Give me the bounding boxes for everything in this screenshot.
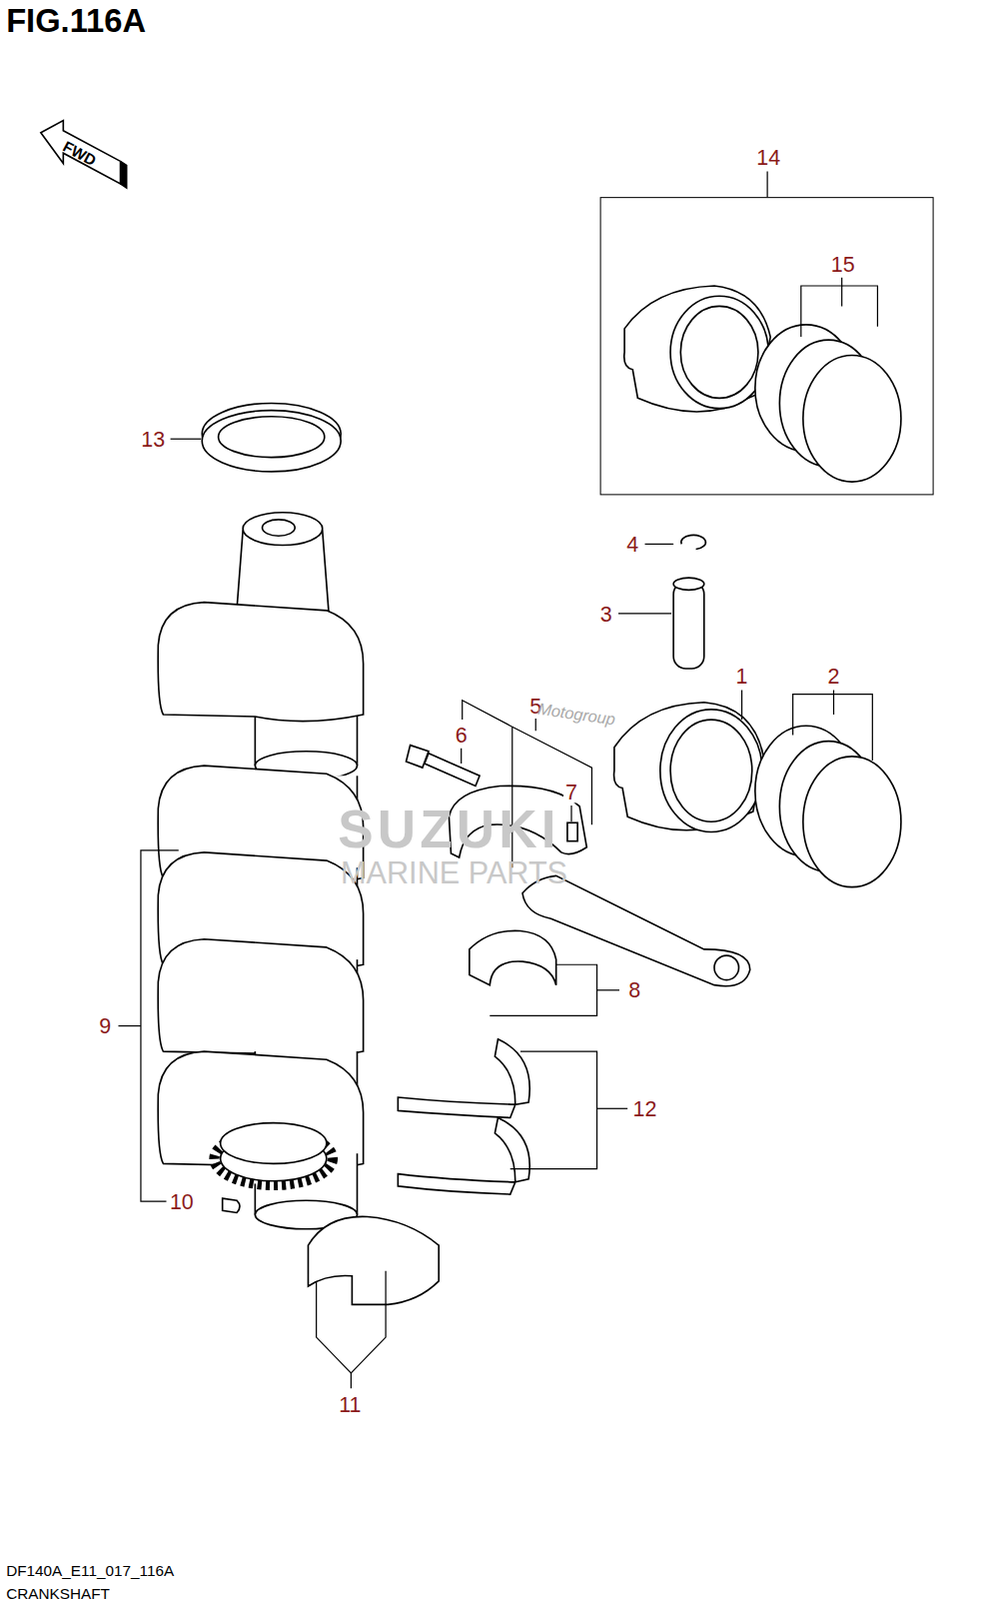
callout-number: 6 bbox=[453, 724, 470, 746]
callout-number: 7 bbox=[563, 781, 580, 803]
watermark: SUZUKI bbox=[337, 798, 560, 860]
callout-number: 10 bbox=[167, 1189, 196, 1211]
callout-number: 4 bbox=[624, 533, 641, 555]
callout-number: 3 bbox=[598, 602, 615, 624]
callout-number: 15 bbox=[829, 253, 858, 275]
kit-box: 1415 bbox=[600, 196, 935, 495]
callout-number: 8 bbox=[626, 979, 643, 1000]
callout-number: 14 bbox=[754, 146, 783, 168]
watermark: MARINE PARTS bbox=[340, 855, 568, 891]
callout-number: 12 bbox=[631, 1097, 660, 1119]
footer-text: CRANKSHAFT bbox=[5, 1583, 110, 1600]
callout-number: 9 bbox=[96, 1014, 113, 1036]
callout-number: 13 bbox=[138, 427, 167, 449]
fwd-arrow bbox=[40, 120, 127, 188]
figure-title: FIG.116A bbox=[5, 1, 146, 40]
watermark: Motogroup bbox=[536, 699, 617, 729]
callout-number: 2 bbox=[825, 664, 842, 686]
callout-number: 11 bbox=[336, 1393, 363, 1415]
footer-text: DF140A_E11_017_116A bbox=[5, 1561, 174, 1579]
callout-number: 1 bbox=[734, 664, 751, 686]
